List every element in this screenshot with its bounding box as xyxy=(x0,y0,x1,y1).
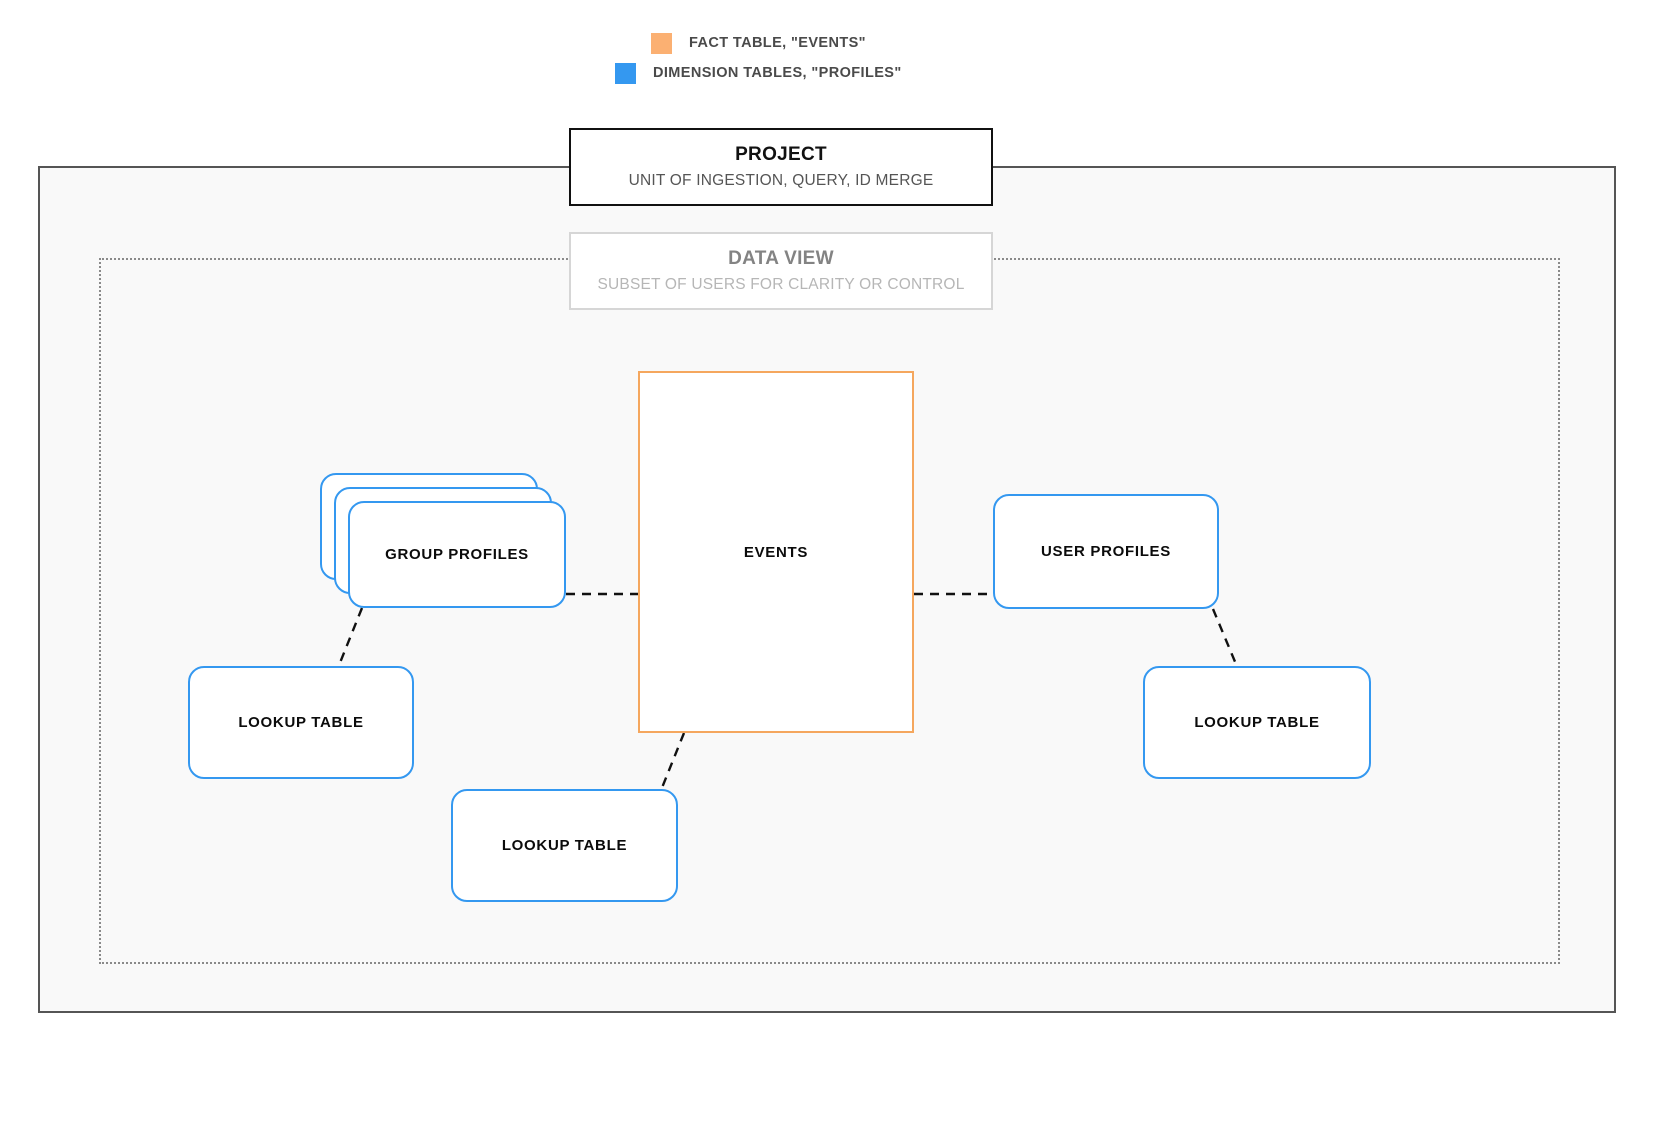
entity-lookup-table-left[interactable]: LOOKUP TABLE xyxy=(188,666,414,779)
entity-events[interactable]: EVENTS xyxy=(638,371,914,733)
entity-events-label: EVENTS xyxy=(743,543,809,561)
legend-item-dimension: DIMENSION TABLES, "PROFILES" xyxy=(0,58,1664,88)
entity-group-profiles[interactable]: GROUP PROFILES xyxy=(348,501,566,608)
entity-lookup-table-right-label: LOOKUP TABLE xyxy=(1194,714,1320,731)
project-card-title: PROJECT xyxy=(735,143,827,165)
entity-lookup-table-bottom-label: LOOKUP TABLE xyxy=(501,837,628,854)
legend-label-fact: FACT TABLE, "EVENTS" xyxy=(689,35,866,51)
project-card-subtitle: UNIT OF INGESTION, QUERY, ID MERGE xyxy=(628,172,934,190)
data-view-card: DATA VIEW SUBSET OF USERS FOR CLARITY OR… xyxy=(569,232,993,310)
legend-label-dimension: DIMENSION TABLES, "PROFILES" xyxy=(653,65,902,81)
legend-swatch-dimension-icon xyxy=(615,62,636,84)
entity-user-profiles[interactable]: USER PROFILES xyxy=(993,494,1219,609)
entity-group-profiles-stack: GROUP PROFILES xyxy=(320,473,566,608)
legend-swatch-fact-icon xyxy=(651,32,672,54)
entity-lookup-table-left-label: LOOKUP TABLE xyxy=(238,714,364,731)
project-card: PROJECT UNIT OF INGESTION, QUERY, ID MER… xyxy=(569,128,993,206)
legend: FACT TABLE, "EVENTS" DIMENSION TABLES, "… xyxy=(0,28,1664,88)
legend-item-fact: FACT TABLE, "EVENTS" xyxy=(0,28,1664,58)
entity-group-profiles-label: GROUP PROFILES xyxy=(385,546,529,563)
entity-lookup-table-right[interactable]: LOOKUP TABLE xyxy=(1143,666,1371,779)
data-view-card-title: DATA VIEW xyxy=(728,247,834,269)
entity-user-profiles-label: USER PROFILES xyxy=(1041,543,1171,560)
data-view-card-subtitle: SUBSET OF USERS FOR CLARITY OR CONTROL xyxy=(597,276,965,294)
entity-lookup-table-bottom[interactable]: LOOKUP TABLE xyxy=(451,789,678,902)
